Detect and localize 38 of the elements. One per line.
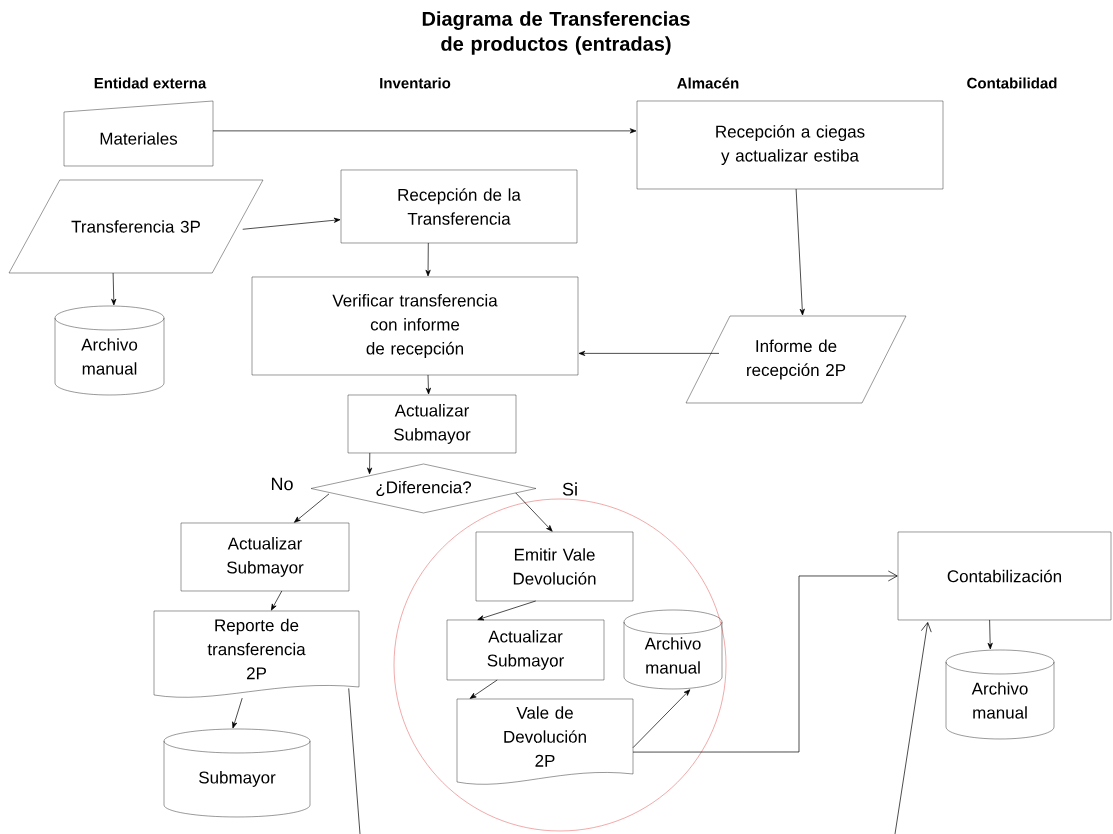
arrow [894,622,932,834]
arrow [242,217,341,230]
arrow [795,188,805,316]
arrow [111,272,117,306]
process-box: Emitir Vale Devolución [475,531,634,602]
process-box: Actualizar Submayor [446,619,605,681]
process-box: Contabilización [897,531,1112,621]
process-box: Recepción de la Transferencia [340,169,578,244]
process-box: Recepción a ciegas y actualizar estiba [636,100,944,190]
arrow [987,619,993,650]
process-box: Actualizar Submayor [347,394,517,454]
arrow [477,600,537,621]
process-box: Actualizar Submayor [180,522,350,592]
data-parallelogram: Transferencia 3P [8,179,264,274]
arrow [632,570,898,753]
arrow [425,374,431,395]
arrow [271,590,283,611]
column-header: Inventario [380,77,451,89]
edge-label: Si [561,481,579,497]
arrow [578,350,720,356]
database-cylinder: Archivo manual [54,305,165,396]
arrow [232,697,243,729]
process-box: Verificar transferencia con informe de recepción [251,276,579,376]
column-header: Contabilidad [967,77,1057,89]
database-cylinder: Submayor [163,728,311,818]
database-cylinder: Archivo manual [945,649,1055,740]
database-cylinder: Archivo manual [623,609,723,690]
arrow [425,242,431,277]
edge-label: No [269,476,295,492]
title: Diagrama de Transferencias de productos (entradas) [422,11,690,55]
arrow [469,679,498,699]
arrow [212,128,637,134]
arrow [367,452,373,475]
arrow [515,492,553,532]
data-parallelogram: Informe de recepción 2P [685,315,907,404]
leader-line [348,688,361,834]
arrow [294,493,330,523]
arrow [632,689,691,749]
